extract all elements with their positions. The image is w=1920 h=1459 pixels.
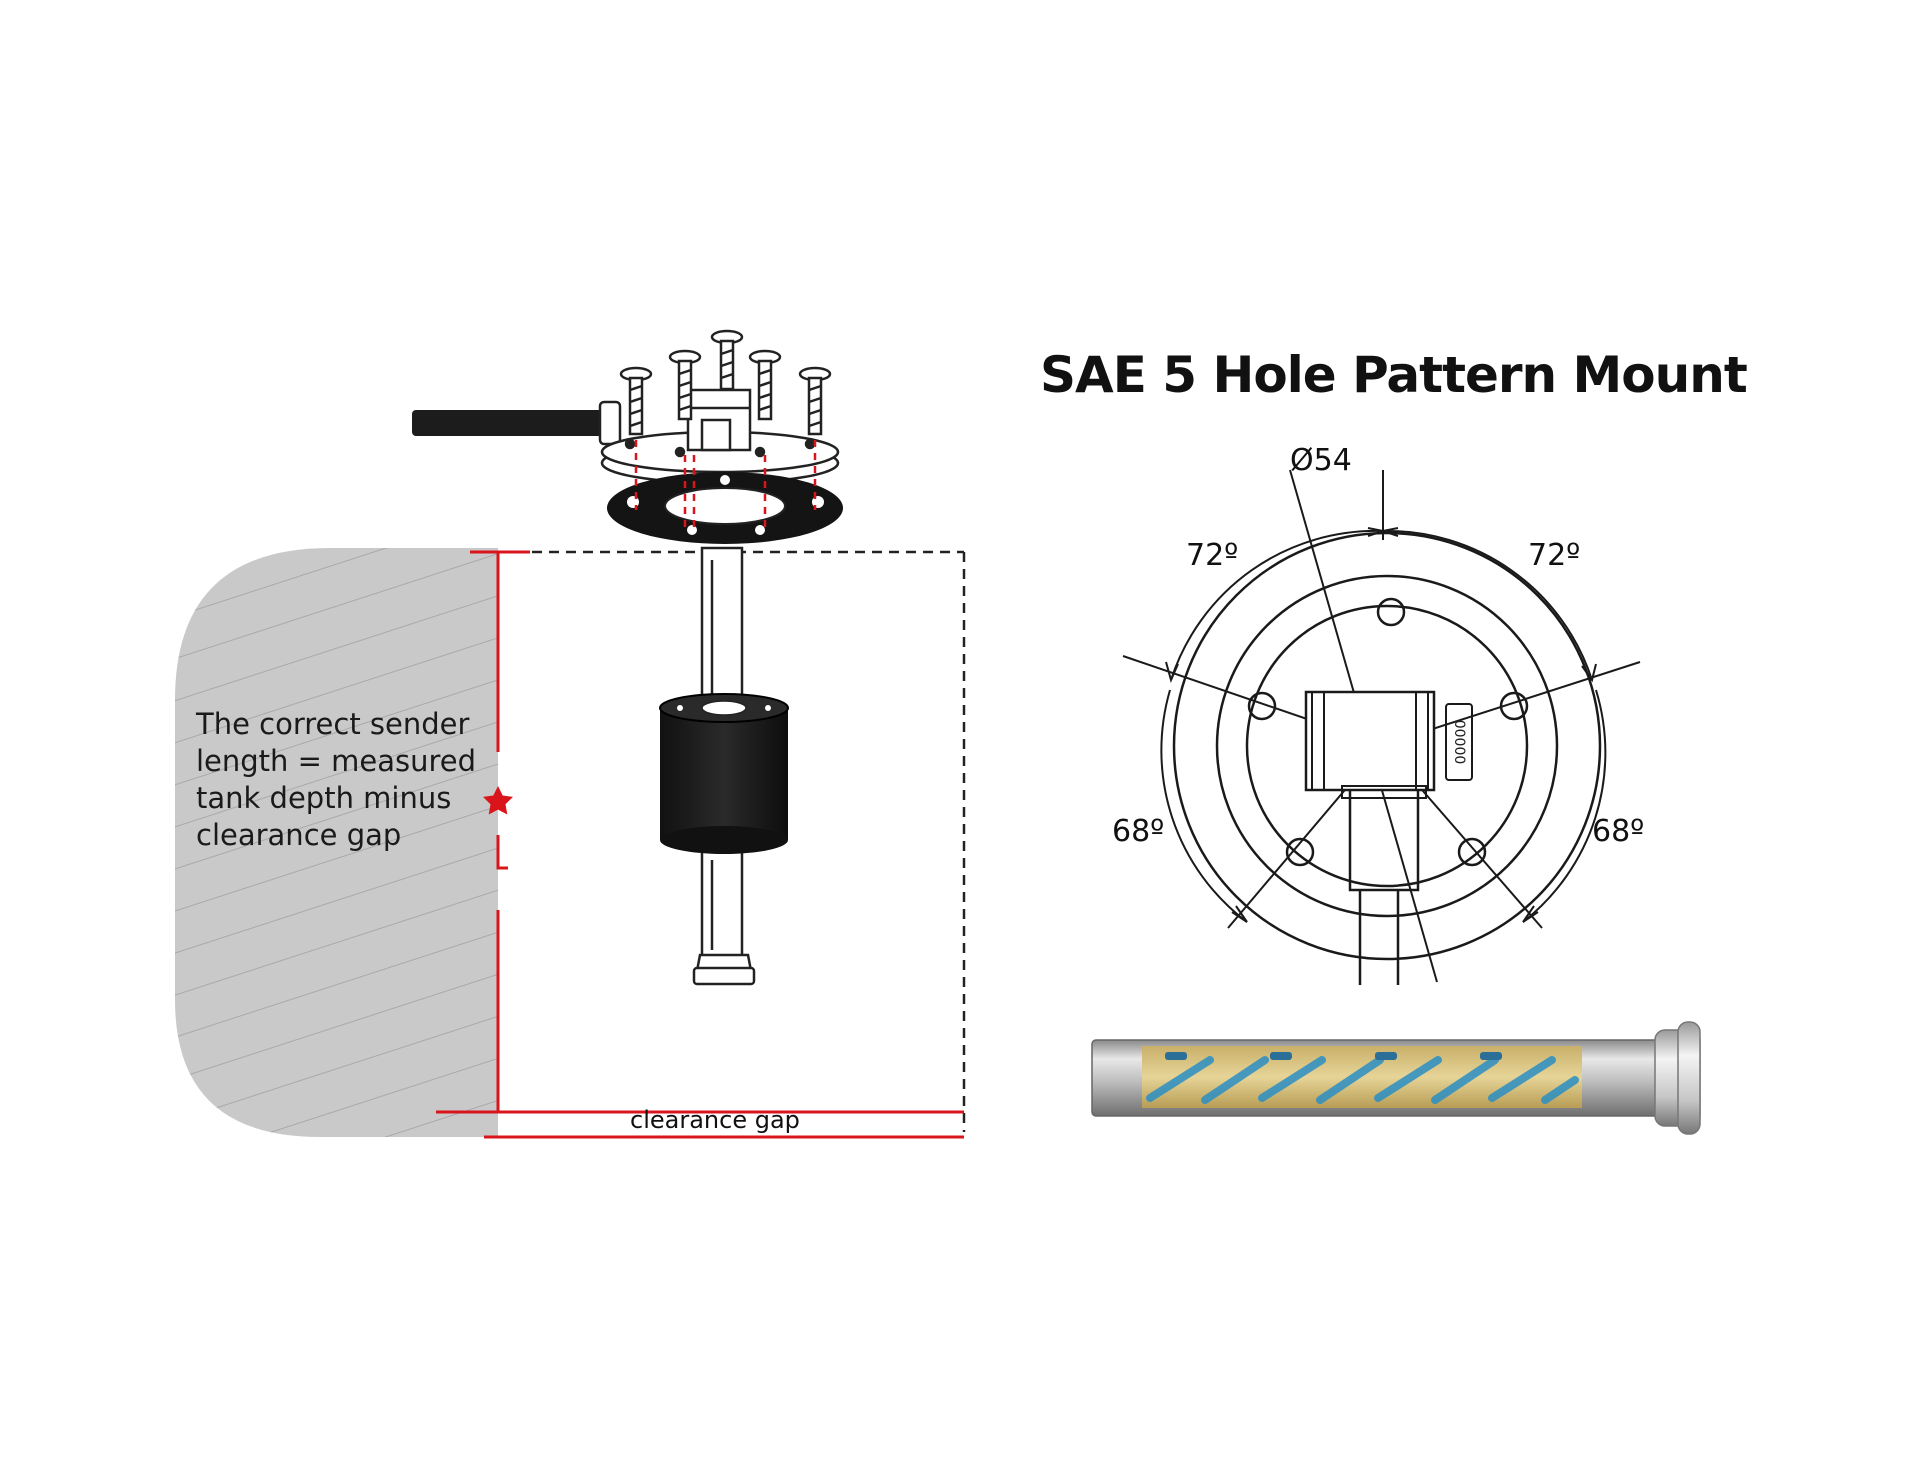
depth-measure	[436, 550, 964, 1139]
star-icon	[483, 786, 513, 815]
alignment-guides	[634, 440, 817, 530]
angle-bottom-left-label: 68º	[1112, 814, 1165, 849]
angle-top-left-label: 72º	[1186, 538, 1239, 573]
note-line-3: tank depth minus	[196, 781, 452, 815]
note-line-1: The correct sender	[196, 707, 470, 741]
screw-4	[748, 349, 782, 421]
sender-cable	[412, 400, 622, 446]
screw-5	[798, 366, 832, 436]
mount-diagram	[1122, 469, 1641, 985]
angle-bottom-right-label: 68º	[1592, 814, 1645, 849]
mounting-screws	[619, 329, 832, 436]
page-title: SAE 5 Hole Pattern Mount	[1040, 346, 1748, 404]
sender-head	[600, 388, 840, 485]
diameter-label: Ø54	[1290, 443, 1352, 478]
tank-wall	[175, 548, 498, 1137]
note-line-4: clearance gap	[196, 818, 402, 852]
reed-switches	[1146, 1056, 1579, 1104]
gasket	[607, 472, 843, 544]
reed-switch-tube	[1091, 1021, 1701, 1135]
screw-2	[668, 349, 702, 421]
screw-1	[619, 366, 653, 436]
terminal-block-label: 00000	[1451, 720, 1467, 765]
resistors	[1165, 1052, 1502, 1060]
sender-length-note: The correct sender length = measured tan…	[196, 706, 516, 854]
float	[659, 693, 789, 854]
tank-outline-dashed	[498, 550, 966, 1132]
clearance-gap-label: clearance gap	[630, 1106, 800, 1134]
screw-3	[710, 329, 744, 391]
note-line-2: length = measured	[196, 744, 477, 778]
angle-top-right-label: 72º	[1528, 538, 1581, 573]
tube-foot	[692, 953, 756, 986]
